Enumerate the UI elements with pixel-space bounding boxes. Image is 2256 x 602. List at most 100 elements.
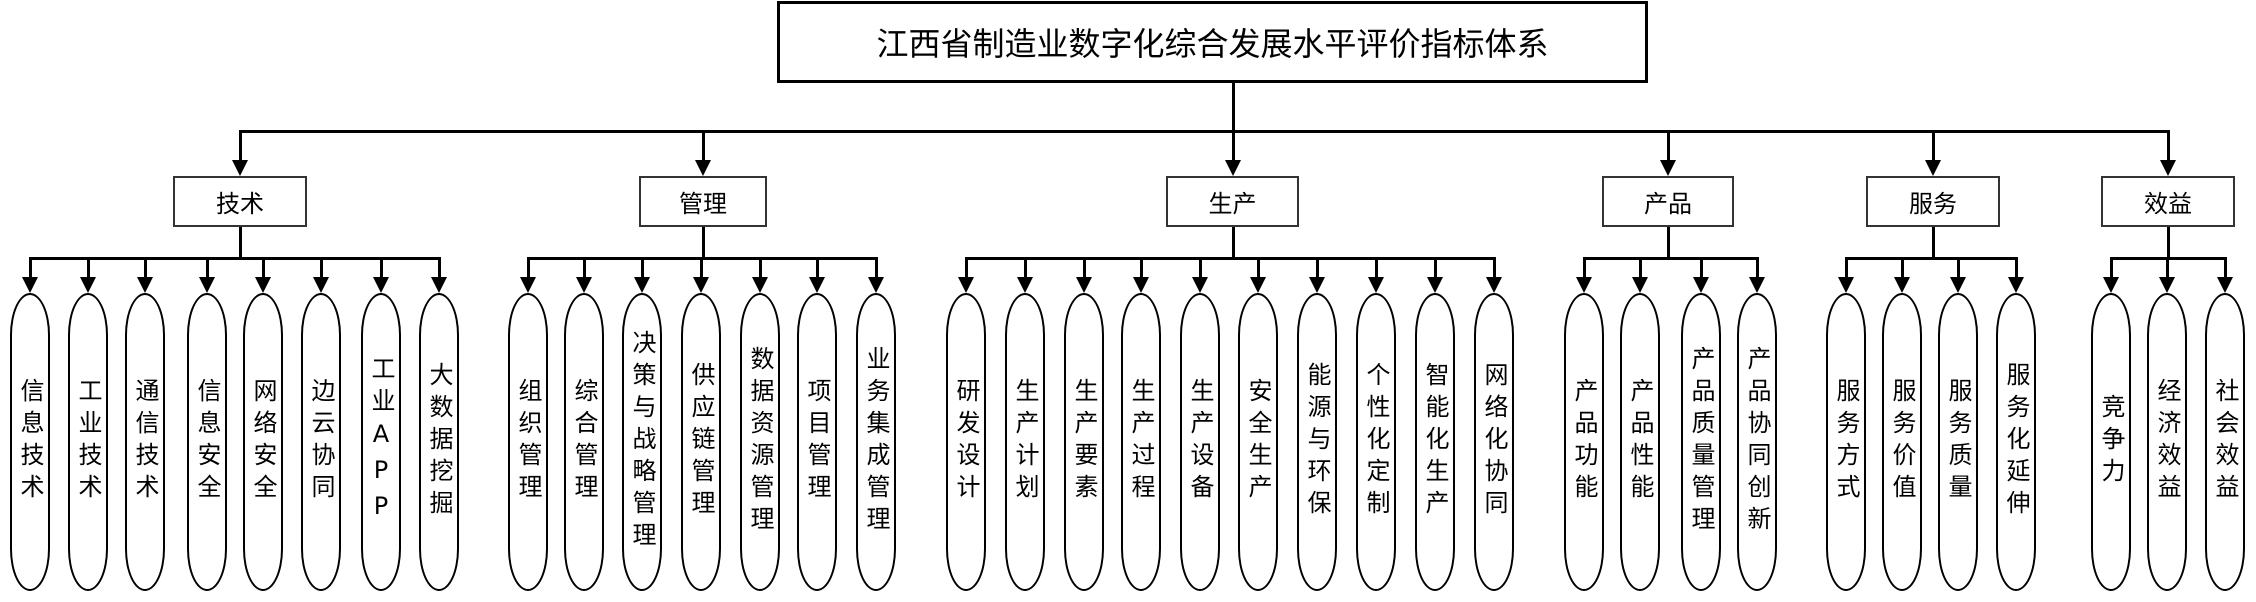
indicator-item: 产品协同创新 (1737, 293, 1777, 591)
connector-line (641, 257, 644, 279)
connector-line (206, 257, 209, 279)
indicator-label: 生产设备 (1186, 378, 1214, 506)
connector-line (1083, 257, 1086, 279)
connector-line (702, 130, 705, 162)
connector-line (702, 227, 705, 260)
arrow-icon (634, 277, 650, 293)
connector-line (1756, 257, 1759, 279)
arrow-icon (693, 277, 709, 293)
arrow-icon (1660, 160, 1676, 176)
connector-line (1375, 257, 1378, 279)
connector-line (875, 257, 878, 279)
arrow-icon (199, 277, 215, 293)
arrow-icon (22, 277, 38, 293)
indicator-item: 组织管理 (508, 293, 548, 591)
connector-line (320, 257, 323, 279)
indicator-item: 服务价值 (1882, 293, 1922, 591)
connector-line (239, 227, 242, 260)
arrow-icon (1749, 277, 1765, 293)
arrow-icon (520, 277, 536, 293)
indicator-label: 能源与环保 (1303, 362, 1331, 522)
indicator-item: 生产过程 (1121, 293, 1161, 591)
category-box: 管理 (639, 176, 767, 227)
indicator-label: 信息技术 (16, 378, 44, 506)
indicator-item: 数据资源管理 (740, 293, 780, 591)
connector-line (87, 257, 90, 279)
connector-line (29, 257, 32, 279)
connector-line (1667, 130, 1670, 162)
arrow-icon (1192, 277, 1208, 293)
arrow-icon (1632, 277, 1648, 293)
indicator-item: 智能化生产 (1415, 293, 1455, 591)
indicator-item: 信息技术 (10, 293, 50, 591)
indicator-label: 网络安全 (249, 378, 277, 506)
connector-line (239, 130, 242, 162)
arrow-icon (695, 160, 711, 176)
arrow-icon (1427, 277, 1443, 293)
indicator-item: 经济效益 (2147, 293, 2187, 591)
arrow-icon (809, 277, 825, 293)
indicator-label: 边云协同 (307, 378, 335, 506)
indicator-label: 数据资源管理 (746, 346, 774, 538)
indicator-item: 能源与环保 (1297, 293, 1337, 591)
indicator-label: 研发设计 (952, 378, 980, 506)
diagram-title: 江西省制造业数字化综合发展水平评价指标体系 (777, 1, 1648, 83)
indicator-label: 决策与战略管理 (628, 330, 656, 554)
indicator-label: 产品协同创新 (1743, 346, 1771, 538)
connector-line (1667, 227, 1670, 260)
indicator-label: 生产要素 (1070, 378, 1098, 506)
indicator-item: 社会效益 (2205, 293, 2245, 591)
indicator-item: 供应链管理 (681, 293, 721, 591)
indicator-label: 生产计划 (1011, 378, 1039, 506)
indicator-label: 生产过程 (1127, 378, 1155, 506)
connector-line (1199, 257, 1202, 279)
arrow-icon (752, 277, 768, 293)
indicator-item: 通信技术 (125, 293, 165, 591)
indicator-item: 产品质量管理 (1681, 293, 1721, 591)
connector-line (1434, 257, 1437, 279)
indicator-item: 个性化定制 (1356, 293, 1396, 591)
indicator-label: 服务方式 (1832, 378, 1860, 506)
connector-line (1583, 257, 1759, 260)
indicator-label: 服务化延伸 (2002, 362, 2030, 522)
indicator-label: 通信技术 (131, 378, 159, 506)
indicator-label: 竞争力 (2097, 394, 2125, 490)
arrow-icon (1894, 277, 1910, 293)
indicator-label: 信息安全 (193, 378, 221, 506)
indicator-item: 决策与战略管理 (622, 293, 662, 591)
connector-line (1957, 257, 1960, 279)
arrow-icon (2103, 277, 2119, 293)
arrow-icon (868, 277, 884, 293)
arrow-icon (232, 160, 248, 176)
connector-line (239, 130, 2170, 133)
connector-line (438, 257, 441, 279)
indicator-item: 工业APP (361, 293, 401, 591)
arrow-icon (1486, 277, 1502, 293)
connector-line (583, 257, 586, 279)
indicator-label: 大数据挖掘 (425, 362, 453, 522)
indicator-item: 安全生产 (1238, 293, 1278, 591)
connector-line (759, 257, 762, 279)
connector-line (1700, 257, 1703, 279)
arrow-icon (373, 277, 389, 293)
category-box: 生产 (1166, 176, 1299, 227)
arrow-icon (431, 277, 447, 293)
indicator-label: 综合管理 (570, 378, 598, 506)
indicator-label: 工业APP (367, 356, 395, 528)
arrow-icon (2217, 277, 2233, 293)
indicator-item: 竞争力 (2091, 293, 2131, 591)
indicator-item: 项目管理 (797, 293, 837, 591)
category-box: 效益 (2101, 176, 2235, 227)
connector-line (1024, 257, 1027, 279)
indicator-item: 产品功能 (1564, 293, 1604, 591)
indicator-item: 工业技术 (68, 293, 108, 591)
arrow-icon (1309, 277, 1325, 293)
indicator-label: 个性化定制 (1362, 362, 1390, 522)
indicator-item: 业务集成管理 (856, 293, 896, 591)
indicator-item: 生产计划 (1005, 293, 1045, 591)
connector-line (1901, 257, 1904, 279)
connector-line (1845, 257, 1848, 279)
arrow-icon (2008, 277, 2024, 293)
indicator-label: 服务价值 (1888, 378, 1916, 506)
connector-line (2167, 227, 2170, 260)
